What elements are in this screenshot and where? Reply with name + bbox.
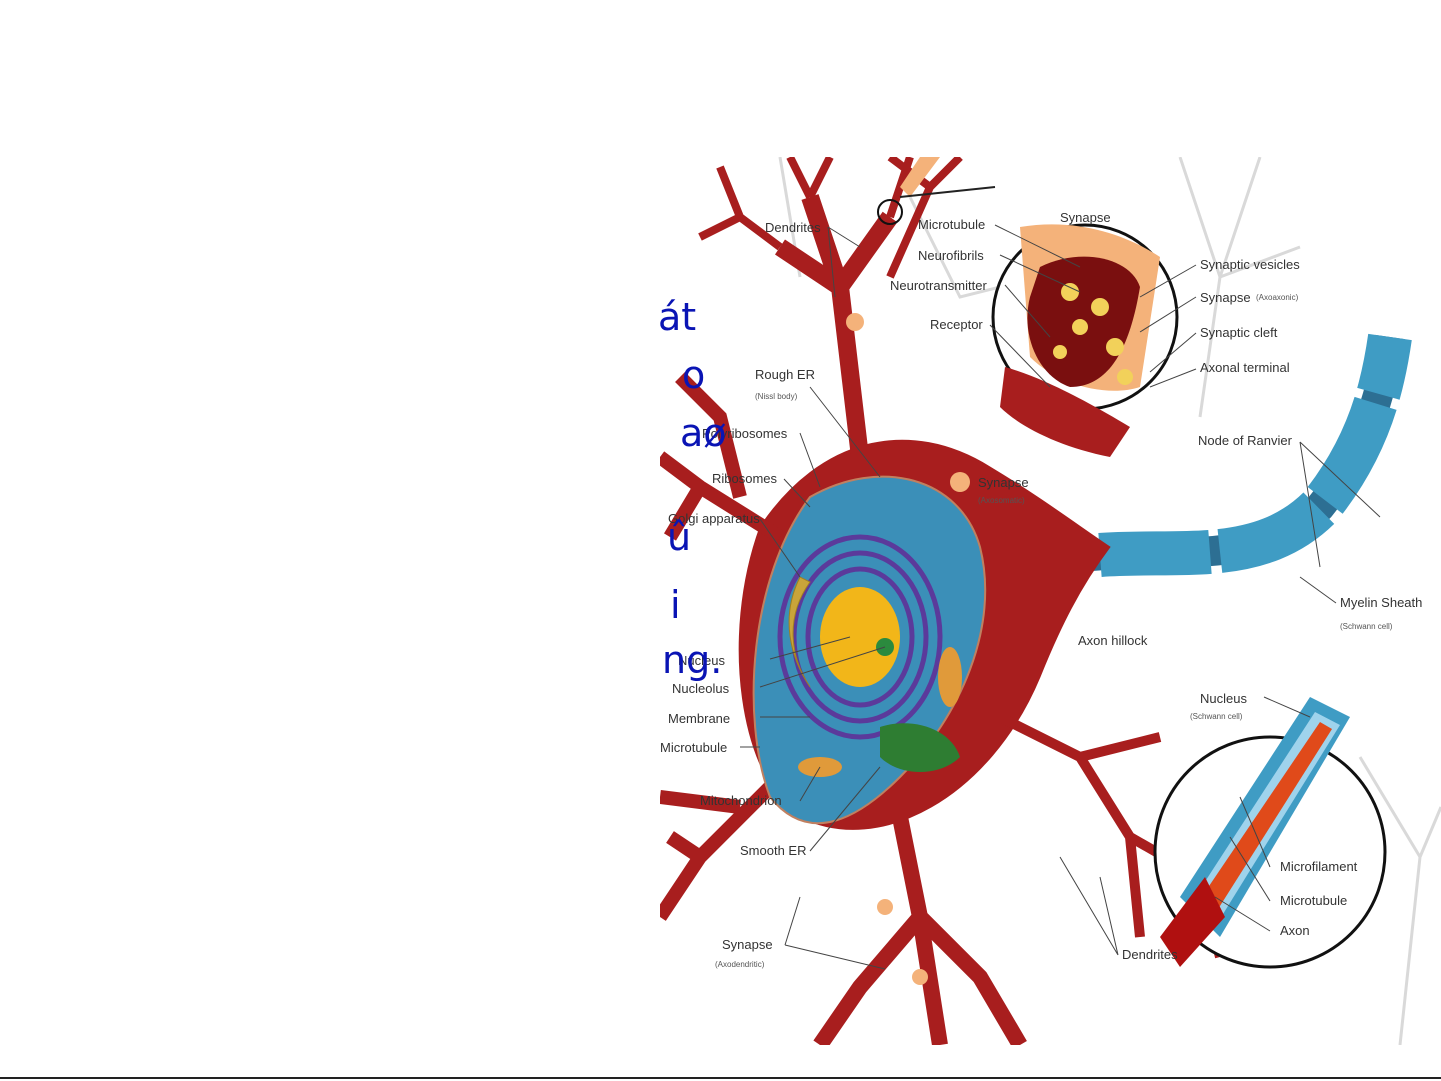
- label-microfilament: Microfilament: [1280, 859, 1358, 874]
- label-golgi-apparatus: Golgi apparatus: [668, 511, 760, 526]
- rough-er: [777, 534, 943, 740]
- overlay-fragment-3: aø: [680, 411, 727, 455]
- label-synapse-axoaxonic-sub: (Axoaxonic): [1256, 293, 1299, 302]
- neuron-diagram: Dendrites Microtubule Neurofibrils Neuro…: [660, 157, 1441, 1045]
- leader-lines: [740, 224, 1381, 970]
- label-receptor: Receptor: [930, 317, 983, 332]
- label-smooth-er: Smooth ER: [740, 843, 806, 858]
- label-microtubule-top: Microtubule: [918, 217, 985, 232]
- label-synapse-axodendritic: Synapse: [722, 937, 773, 952]
- label-neurofibrils: Neurofibrils: [918, 248, 984, 263]
- synapse-terminals: [846, 157, 970, 985]
- label-nucleus: Nucleus: [678, 653, 725, 668]
- label-nucleus-schwann: Nucleus: [1200, 691, 1247, 706]
- label-neurotransmitter: Neurotransmitter: [890, 278, 987, 293]
- label-dendrites-bottom: Dendrites: [1122, 947, 1178, 962]
- label-node-of-ranvier: Node of Ranvier: [1198, 433, 1293, 448]
- smooth-er-shape: [880, 723, 960, 772]
- label-microtubule-axon: Microtubule: [1280, 893, 1347, 908]
- mitochondrion-shape: [938, 647, 962, 707]
- neuron-diagram-svg: Dendrites Microtubule Neurofibrils Neuro…: [660, 157, 1441, 1045]
- label-myelin-sheath-sub: (Schwann cell): [1340, 622, 1393, 631]
- label-axonal-terminal: Axonal terminal: [1200, 360, 1290, 375]
- label-nucleolus: Nucleolus: [672, 681, 730, 696]
- nucleus-shape: [820, 587, 900, 687]
- label-synapse-axoaxonic: Synapse: [1200, 290, 1251, 305]
- bottom-divider: [0, 1077, 1441, 1079]
- label-synapse-axosomatic-sub: (Axosomatic): [978, 496, 1025, 505]
- overlay-fragment-5: i: [670, 583, 681, 627]
- label-mitochondrion: Mitochondrion: [700, 793, 782, 808]
- label-polyribosomes: Polyribosomes: [702, 426, 788, 441]
- overlay-fragment-6: ng.: [662, 638, 723, 682]
- label-synapse-inset: Synapse: [1060, 210, 1111, 225]
- golgi-shape: [788, 576, 811, 688]
- label-synaptic-vesicles: Synaptic vesicles: [1200, 257, 1300, 272]
- overlay-fragment-2: o: [682, 353, 706, 397]
- label-dendrites-top: Dendrites: [765, 220, 821, 235]
- myelin-sheath: [1098, 333, 1412, 577]
- diagram-labels: Dendrites Microtubule Neurofibrils Neuro…: [660, 210, 1422, 969]
- inset-callout-circle: [877, 199, 903, 225]
- label-synaptic-cleft: Synaptic cleft: [1200, 325, 1278, 340]
- axon-inset: [1153, 697, 1387, 969]
- overlay-fragment-4: û: [667, 515, 692, 559]
- label-membrane: Membrane: [668, 711, 730, 726]
- label-rough-er-sub: (Nissl body): [755, 392, 798, 401]
- synapse-inset: [991, 223, 1179, 457]
- background-neurons: [778, 157, 1441, 1045]
- label-ribosomes: Ribosomes: [712, 471, 778, 486]
- label-axon: Axon: [1280, 923, 1310, 938]
- label-synapse-axodendritic-sub: (Axodendritic): [715, 960, 765, 969]
- overlay-fragment-1: át: [658, 295, 697, 339]
- label-nucleus-schwann-sub: (Schwann cell): [1190, 712, 1243, 721]
- label-microtubule: Microtubule: [660, 740, 727, 755]
- label-rough-er: Rough ER: [755, 367, 815, 382]
- label-axon-hillock: Axon hillock: [1078, 633, 1148, 648]
- inset-connector-top: [899, 186, 996, 198]
- label-synapse-axosomatic: Synapse: [978, 475, 1029, 490]
- label-myelin-sheath: Myelin Sheath: [1340, 595, 1422, 610]
